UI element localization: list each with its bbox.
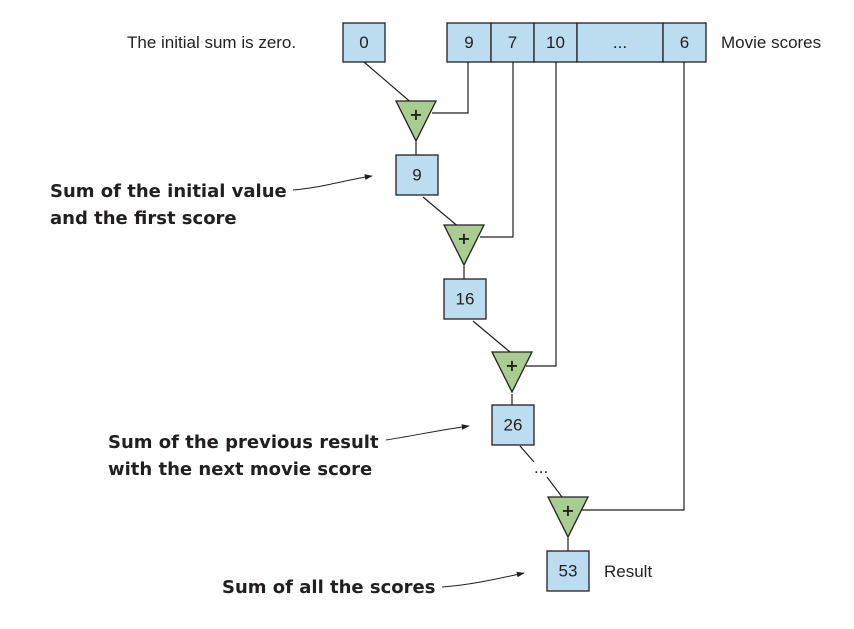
score-cell	[533, 22, 578, 63]
adder: +	[546, 496, 590, 539]
adder-triangle	[442, 224, 486, 267]
adder-triangle	[546, 496, 590, 539]
intermediate-value: 16	[456, 290, 475, 309]
plus-operator: +	[505, 356, 518, 375]
adder-triangle	[394, 100, 438, 143]
adder: +	[394, 100, 438, 143]
score-value: 7	[508, 33, 517, 52]
movie-scores-array: 9 7 10 ... 6	[446, 22, 707, 63]
wire-initial-to-adder-1	[363, 61, 415, 106]
adder: +	[442, 224, 486, 267]
wire-to-last-adder	[546, 476, 563, 498]
annotation-previous-line-1: Sum of the previous result	[108, 432, 379, 453]
intermediate-box	[443, 278, 487, 320]
adder-triangle	[490, 351, 534, 394]
adder: +	[490, 351, 534, 394]
score-value: 6	[680, 33, 689, 52]
score-cell	[446, 22, 492, 63]
score-cell	[662, 22, 707, 63]
movie-scores-label: Movie scores	[721, 33, 821, 52]
wire-score-last	[578, 62, 685, 511]
score-value: ...	[613, 33, 627, 52]
annotation-all-arrow	[441, 571, 525, 588]
continuation-ellipsis: ...	[534, 458, 548, 477]
score-cell	[490, 22, 535, 63]
annotation-first-arrow	[292, 174, 373, 191]
wires	[363, 61, 685, 551]
score-value: 9	[464, 33, 473, 52]
annotation-first-line-1: Sum of the initial value	[50, 181, 287, 202]
annotation-first-line-2: and the first score	[50, 208, 237, 229]
intermediate-value: 26	[504, 416, 523, 435]
wire-score-3	[526, 62, 557, 367]
result-label: Result	[604, 562, 652, 581]
wire-result-2-to-adder-3	[472, 320, 511, 353]
intermediate-box	[491, 404, 535, 446]
wire-result-1-to-adder-2	[422, 196, 461, 229]
annotation-previous-line-2: with the next movie score	[108, 459, 372, 480]
initial-value-box	[342, 22, 386, 63]
plus-operator: +	[561, 501, 574, 520]
intermediate-box	[395, 154, 439, 196]
initial-value: 0	[359, 33, 368, 52]
result-value: 53	[559, 562, 578, 581]
plus-operator: +	[409, 105, 422, 124]
initial-sum-label: The initial sum is zero.	[127, 33, 296, 52]
annotation-previous-arrow	[385, 424, 470, 441]
annotation-all: Sum of all the scores	[222, 577, 435, 598]
plus-operator: +	[457, 229, 470, 248]
wire-score-2	[480, 62, 514, 238]
wire-score-1	[432, 62, 469, 114]
score-value: 10	[546, 33, 565, 52]
intermediate-value: 9	[412, 166, 421, 185]
result-box	[546, 550, 590, 592]
wire-result-3-out	[519, 445, 535, 463]
